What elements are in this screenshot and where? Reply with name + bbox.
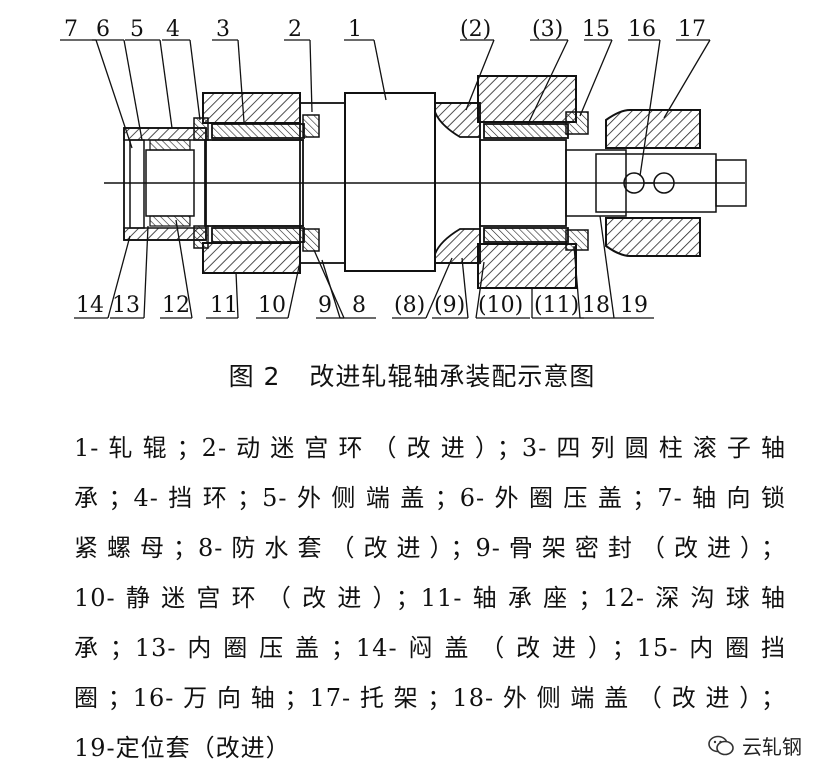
- roll-body: [344, 92, 436, 272]
- figure-caption: 图 2 改进轧辊轴承装配示意图: [0, 357, 824, 393]
- part-label-19: 19: [620, 293, 648, 318]
- figure-title: 改进轧辊轴承装配示意图: [309, 362, 596, 391]
- part-label-1: 1: [348, 17, 362, 42]
- part-label-5: 5: [130, 17, 144, 42]
- left-end-cap-assembly: [123, 117, 209, 249]
- part-label-12: 12: [162, 293, 190, 318]
- legend-line: 承；4-挡环；5-外侧端盖；6-外圈压盖；7-轴向锁: [74, 484, 786, 512]
- right-bearing-housing: [477, 75, 589, 289]
- part-label-8-right: (8): [394, 293, 425, 318]
- bottom-part-labels: 14 13 12 11 10 9 8 (8) (9) (10) (11) 18 …: [76, 293, 648, 318]
- part-label-3: 3: [216, 17, 230, 42]
- legend-line: 紧螺母；8-防水套（改进）；9-骨架密封（改进）；: [74, 534, 786, 562]
- part-label-4: 4: [166, 17, 180, 42]
- part-label-11: 11: [210, 293, 238, 318]
- parts-legend: 1-轧辊；2-动迷宫环（改进）；3-四列圆柱滚子轴 承；4-挡环；5-外侧端盖；…: [74, 423, 786, 773]
- part-label-16: 16: [628, 17, 656, 42]
- part-label-2-right: (2): [460, 17, 491, 42]
- part-label-18: 18: [582, 293, 610, 318]
- part-label-3-right: (3): [532, 17, 563, 42]
- part-label-11-right: (11): [534, 293, 579, 318]
- wechat-icon: [708, 735, 734, 757]
- part-label-15: 15: [582, 17, 610, 42]
- universal-shaft-assembly: [565, 149, 747, 217]
- part-label-7: 7: [64, 17, 78, 42]
- bearing-assembly-diagram: 7 6 5 4 3 2 1 (2) (3) 15 16 17 14 13 12 …: [60, 17, 747, 319]
- part-label-6: 6: [96, 17, 110, 42]
- figure-number: 图 2: [228, 362, 281, 391]
- legend-line: 10-静迷宫环（改进）；11-轴承座；12-深沟球轴: [74, 584, 786, 612]
- part-label-13: 13: [112, 293, 140, 318]
- watermark: 云轧钢: [708, 731, 802, 760]
- legend-line: 19-定位套（改进）: [74, 734, 291, 762]
- part-label-9: 9: [318, 293, 332, 318]
- part-label-14: 14: [76, 293, 104, 318]
- legend-line: 承；13-内圈压盖；14-闷盖（改进）；15-内圈挡: [74, 634, 786, 662]
- part-label-17: 17: [678, 17, 706, 42]
- part-label-9-right: (9): [434, 293, 465, 318]
- part-label-10: 10: [258, 293, 286, 318]
- support-frame: [605, 109, 701, 257]
- left-bearing-housing: [202, 92, 301, 274]
- leader-lines: [60, 39, 711, 319]
- legend-line: 圈；16-万向轴；17-托架；18-外侧端盖（改进）；: [74, 684, 786, 712]
- watermark-text: 云轧钢: [742, 735, 802, 759]
- part-label-10-right: (10): [478, 293, 523, 318]
- part-label-2: 2: [288, 17, 302, 42]
- top-part-labels: 7 6 5 4 3 2 1 (2) (3) 15 16 17: [64, 17, 706, 42]
- legend-line: 1-轧辊；2-动迷宫环（改进）；3-四列圆柱滚子轴: [74, 434, 786, 462]
- part-label-8: 8: [352, 293, 366, 318]
